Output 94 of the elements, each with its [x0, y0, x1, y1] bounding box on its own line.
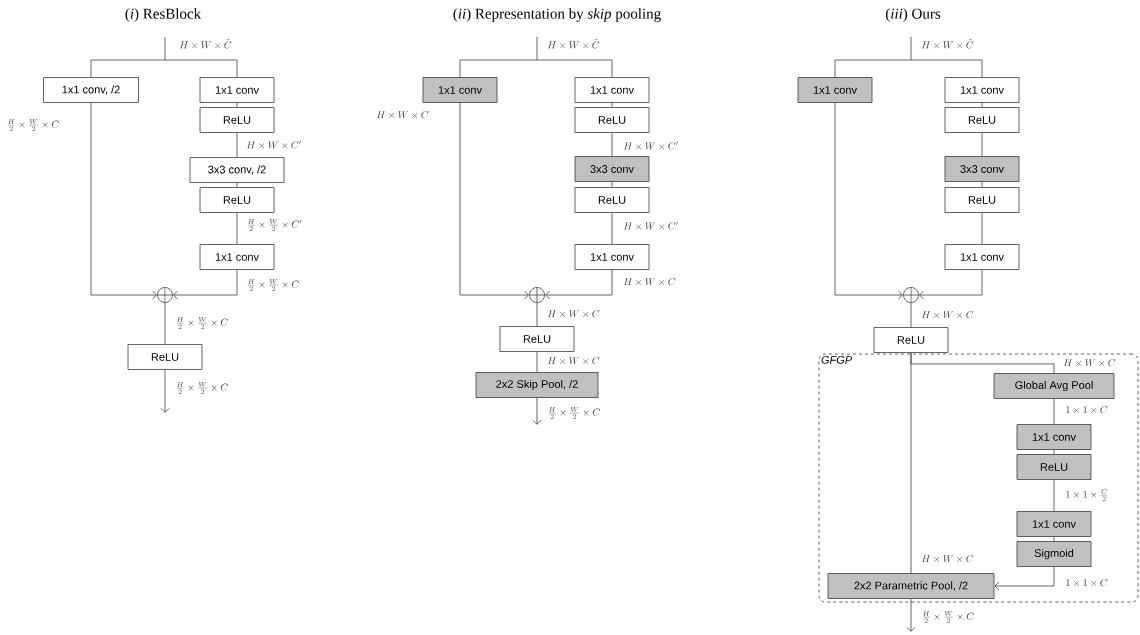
connector [981, 102, 983, 108]
edge-label: $H \times W \times C$ [546, 309, 601, 319]
layer-box: ReLU [199, 107, 275, 133]
layer-box: ReLU [199, 187, 275, 213]
connector [910, 352, 912, 574]
connector [236, 182, 238, 188]
connector [536, 302, 538, 327]
layer-box: ReLU [127, 344, 203, 370]
connector [1053, 536, 1055, 542]
connector [459, 36, 538, 78]
arrow [160, 369, 170, 413]
layer-box: ReLU [944, 107, 1020, 133]
edge-label: $H \times W \times C'$ [245, 139, 303, 151]
edge-label: $H \times W \times C$ [375, 110, 430, 120]
edge-label: $H \times W \times C'$ [622, 220, 680, 232]
edge-label: $\frac{H}{2} \times \frac{W}{2} \times C$ [245, 277, 301, 293]
connector [611, 102, 613, 108]
layer-box: 1x1 conv [199, 77, 275, 103]
connector [1053, 479, 1055, 512]
connector [981, 132, 983, 157]
sum-circle [529, 287, 545, 303]
edge-label: $H \times W \times \tilde{C}$ [546, 38, 601, 50]
layer-box: ReLU [873, 327, 949, 353]
layer-box: ReLU [574, 107, 650, 133]
connector [910, 302, 912, 328]
arrow [90, 102, 157, 300]
layer-box: 2x2 Parametric Pool, /2 [827, 573, 995, 599]
layer-box: 1x1 conv [199, 244, 275, 270]
connector [164, 302, 166, 345]
layer-box: 1x1 conv [797, 77, 873, 103]
edge-label: $H \times W \times C$ [622, 277, 677, 287]
edge-label: $\frac{H}{2} \times \frac{W}{2} \times C$ [5, 117, 61, 133]
connector [611, 132, 613, 157]
connector [981, 181, 983, 188]
arrow [173, 269, 238, 300]
edge-label: $\frac{H}{2} \times \frac{W}{2} \times C$ [174, 315, 230, 331]
arrow [459, 102, 529, 300]
connector [1053, 398, 1055, 425]
edge-label: $\frac{H}{2} \times \frac{W}{2} \times C$ [920, 609, 976, 625]
panel-title: (iii) Ours [885, 8, 941, 22]
edge-label: $H \times W \times \tilde{C}$ [920, 38, 975, 50]
edge-label: $1 \times 1 \times \frac{C}{2}$ [1064, 487, 1110, 503]
arrow [834, 102, 903, 300]
arrow [994, 566, 1055, 591]
connector [236, 102, 238, 108]
layer-box: 1x1 conv [1016, 511, 1092, 537]
connector [90, 36, 166, 78]
connector [236, 212, 238, 245]
edge-label: $1 \times 1 \times C$ [1064, 405, 1109, 415]
connector [910, 59, 983, 78]
edge-label: $1 \times 1 \times C$ [1064, 578, 1109, 588]
arrow [906, 598, 916, 632]
layer-box: Sigmoid [1016, 541, 1092, 567]
layer-box: ReLU [574, 187, 650, 213]
connector [1053, 449, 1055, 455]
layer-box: 1x1 conv [1016, 424, 1092, 450]
layer-box: 1x1 conv [574, 244, 650, 270]
layer-box: 3x3 conv [574, 156, 650, 182]
layer-box: 1x1 conv [422, 77, 498, 103]
layer-box: ReLU [499, 326, 575, 352]
edge-label: $H \times W \times C$ [920, 310, 975, 320]
layer-box: 3x3 conv, /2 [189, 157, 285, 183]
layer-box: 1x1 conv, /2 [43, 77, 139, 103]
connector [236, 132, 238, 158]
edge-label: $\frac{H}{2} \times \frac{W}{2} \times C$ [546, 405, 602, 421]
arrow [919, 269, 983, 300]
arrow [532, 397, 542, 425]
connector [834, 36, 912, 78]
connector [611, 212, 613, 245]
edge-label: $H \times W \times C$ [546, 356, 601, 366]
panel-title: (ii) Representation by skip pooling [453, 8, 661, 22]
connector [164, 59, 238, 78]
sum-circle [157, 287, 173, 303]
edge-label: $\frac{H}{2} \times \frac{W}{2} \times C'$ [245, 217, 303, 233]
layer-box: 2x2 Skip Pool, /2 [475, 372, 599, 398]
layer-box: Global Avg Pool [993, 373, 1115, 399]
edge-label: $H \times W \times C$ [920, 554, 975, 564]
layer-box: ReLU [944, 187, 1020, 213]
layer-box: 1x1 conv [574, 77, 650, 103]
edge-label: $H \times W \times C$ [1062, 358, 1117, 368]
edge-label: $H \times W \times \tilde{C}$ [178, 38, 233, 50]
connector [611, 181, 613, 188]
connector [981, 212, 983, 245]
edge-label: $\frac{H}{2} \times \frac{W}{2} \times C$ [174, 380, 230, 396]
layer-box: ReLU [1016, 454, 1092, 480]
connector [536, 59, 613, 78]
panel-title: (i) ResBlock [125, 8, 202, 22]
arrow [545, 269, 613, 300]
sum-circle [903, 287, 919, 303]
edge-label: $H \times W \times C'$ [622, 140, 680, 152]
layer-box: 3x3 conv [944, 156, 1020, 182]
layer-box: 1x1 conv [944, 244, 1020, 270]
connector [536, 351, 538, 373]
layer-box: 1x1 conv [944, 77, 1020, 103]
